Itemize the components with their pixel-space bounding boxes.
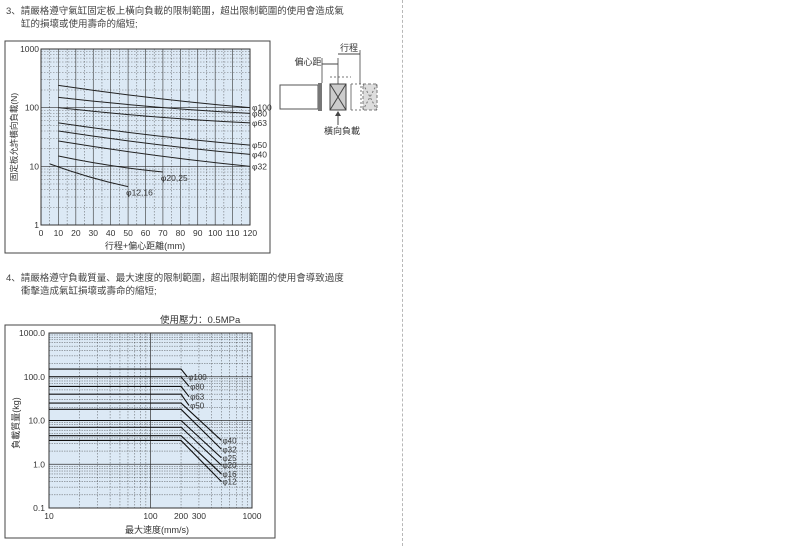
x-tick-label: 1000 <box>243 511 262 521</box>
x-tick-label: 0 <box>39 228 44 238</box>
series-line <box>49 435 222 475</box>
series-label: φ100 <box>188 373 207 382</box>
x-tick-label: 100 <box>208 228 222 238</box>
note-4: 4、請嚴格遵守負載質量、最大速度的限制範圍，超出限制範圍的使用會導致過度 衝擊造… <box>6 272 344 298</box>
x-tick-label: 50 <box>123 228 133 238</box>
series-line <box>49 439 222 483</box>
y-axis-title: 負載質量(kg) <box>10 397 21 449</box>
y-tick-label: 1000.0 <box>19 328 45 338</box>
x-axis-title: 最大速度(mm/s) <box>125 524 189 535</box>
column-divider <box>402 0 403 546</box>
series-label: φ80 <box>252 108 267 118</box>
series-label: φ20,25 <box>161 173 188 183</box>
series-line <box>58 140 251 167</box>
series-line <box>58 130 251 155</box>
series-label: φ12,16 <box>126 188 153 198</box>
series-label: φ32 <box>252 161 267 171</box>
x-tick-label: 90 <box>193 228 203 238</box>
mounting-plate <box>318 83 322 111</box>
note-3-line-1: 3、請嚴格遵守氣缸固定板上橫向負載的限制範圍，超出限制範圍的使用會造成氣 <box>6 6 344 17</box>
note-3-line-2: 缸的損壞或使用壽命的縮短; <box>21 19 138 30</box>
x-tick-label: 40 <box>106 228 116 238</box>
x-tick-label: 30 <box>89 228 99 238</box>
series-line <box>58 84 251 109</box>
y-tick-label: 1.0 <box>33 459 45 469</box>
series-line <box>49 385 190 398</box>
lateral-load-label: 橫向負載 <box>324 125 360 136</box>
series-label: φ40 <box>252 149 267 159</box>
series-label: φ40 <box>222 436 237 445</box>
series-label: φ50 <box>252 140 267 150</box>
x-tick-label: 20 <box>71 228 81 238</box>
note-3: 3、請嚴格遵守氣缸固定板上橫向負載的限制範圍，超出限制範圍的使用會造成氣 缸的損… <box>6 5 344 31</box>
series-line <box>49 419 222 459</box>
note-4-line-1: 4、請嚴格遵守負載質量、最大速度的限制範圍，超出限制範圍的使用會導致過度 <box>6 273 344 284</box>
x-tick-label: 10 <box>44 511 54 521</box>
eccentric-label: 偏心距 <box>294 56 321 67</box>
y-tick-label: 10 <box>30 161 40 171</box>
series-label: φ100 <box>252 103 272 113</box>
series-label: φ12 <box>222 478 237 487</box>
series-line <box>49 402 222 441</box>
y-axis-title: 固定板允許橫向負載(N) <box>9 93 19 181</box>
y-tick-label: 1 <box>34 220 39 230</box>
x-tick-label: 200 <box>174 511 188 521</box>
note-4-line-2: 衝擊造成氣缸損壞或壽命的縮短; <box>21 286 157 297</box>
lateral-load-diagram: 行程 偏心距 橫向負載 <box>279 42 378 136</box>
series-line <box>49 163 129 188</box>
x-tick-label: 80 <box>176 228 186 238</box>
x-tick-label: 120 <box>243 228 257 238</box>
series-label: φ16 <box>222 470 237 479</box>
y-tick-label: 1000 <box>20 44 39 54</box>
series-label: φ20 <box>222 461 237 470</box>
stroke-label: 行程 <box>340 42 358 53</box>
cylinder-body <box>279 84 319 110</box>
x-tick-label: 10 <box>54 228 64 238</box>
series-line <box>49 393 190 406</box>
series-line <box>49 408 222 450</box>
series-line <box>58 122 251 146</box>
x-tick-label: 110 <box>226 228 240 238</box>
series-label: φ32 <box>222 445 237 454</box>
y-tick-label: 100 <box>25 103 39 113</box>
pressure-note: 使用壓力：0.5MPa <box>160 315 241 326</box>
y-tick-label: 0.1 <box>33 503 45 513</box>
series-line <box>58 155 163 173</box>
series-label: φ63 <box>252 118 267 128</box>
series-label: φ63 <box>190 393 205 402</box>
y-tick-label: 100.0 <box>24 372 46 382</box>
x-tick-label: 100 <box>143 511 157 521</box>
series-line <box>58 96 251 114</box>
load-block-shifted <box>362 83 378 111</box>
x-tick-label: 60 <box>141 228 151 238</box>
y-tick-label: 10.0 <box>28 416 45 426</box>
series-line <box>49 426 222 466</box>
series-label: φ80 <box>190 382 205 391</box>
series-line <box>58 107 251 124</box>
series-line <box>49 368 188 378</box>
series-label: φ25 <box>222 454 237 463</box>
x-tick-label: 300 <box>192 511 206 521</box>
series-line <box>49 376 190 387</box>
x-axis-title: 行程+偏心距離(mm) <box>105 240 185 251</box>
load-speed-chart: 10 100 200 300 1000 0.1 1.0 10.0 100.0 1000.0 φ10… <box>4 324 276 539</box>
series-label: φ50 <box>190 402 205 411</box>
x-tick-label: 70 <box>158 228 168 238</box>
